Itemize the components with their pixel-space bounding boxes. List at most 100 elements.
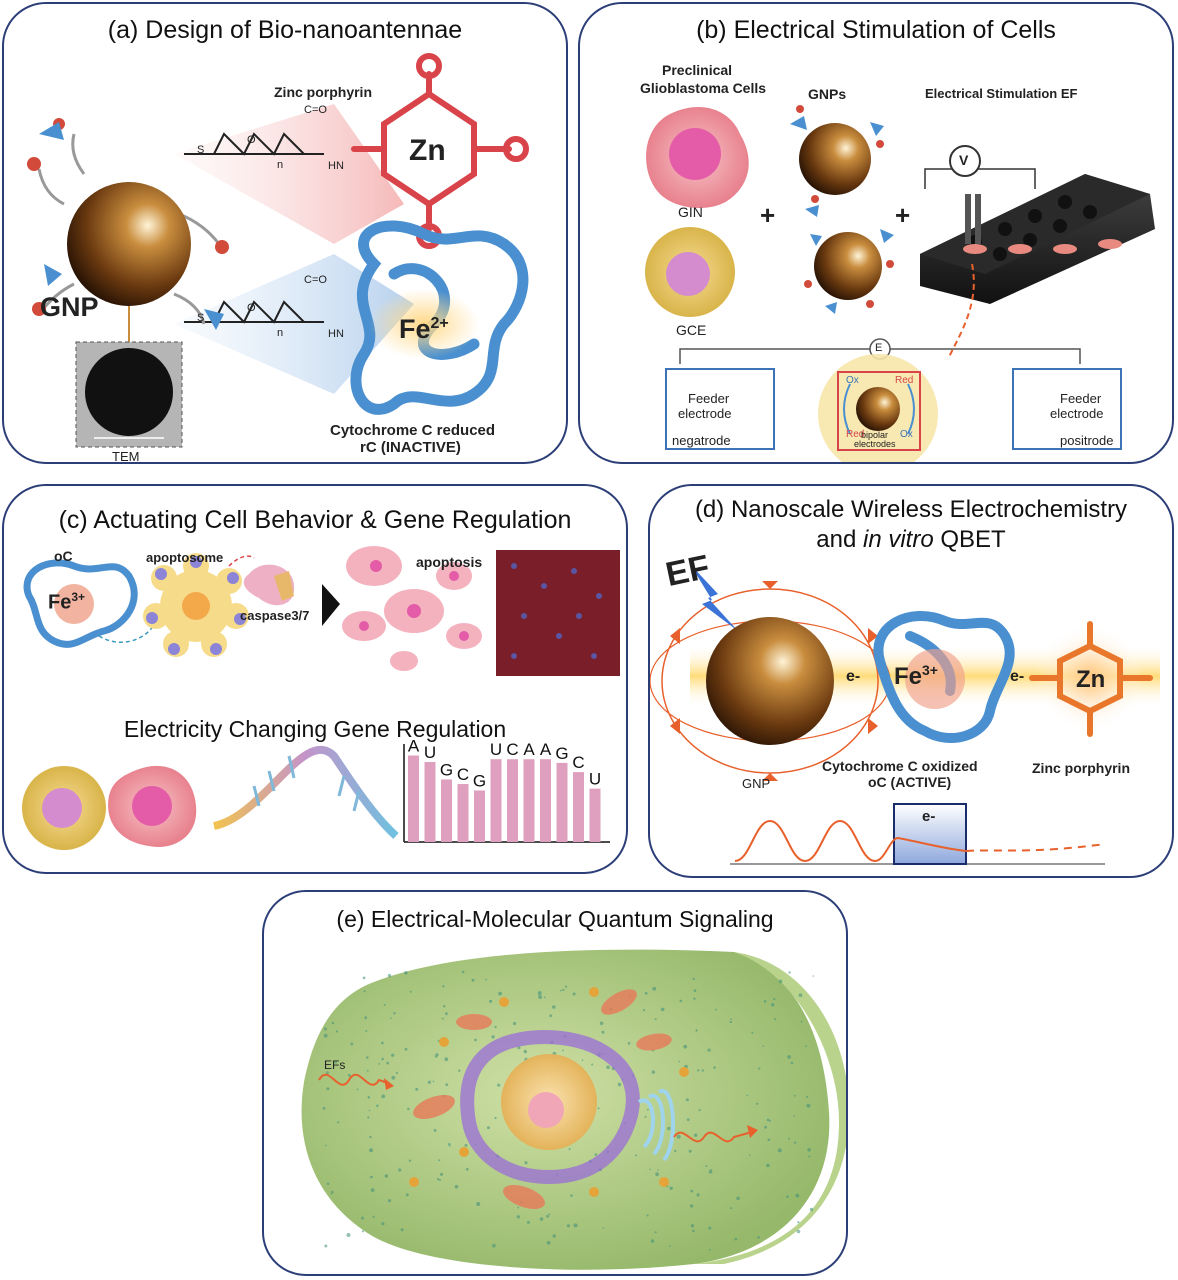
zinc-porphyrin-label: Zinc porphyrin	[274, 84, 372, 100]
plus-2: +	[895, 200, 911, 230]
feeder-right-2: electrode	[1050, 406, 1104, 421]
bar-7	[523, 759, 535, 842]
zn-label: Zn	[409, 134, 446, 167]
apoptosis-label: apoptosis	[416, 554, 483, 570]
gnp-d	[706, 617, 834, 745]
panel-b-title: (b) Electrical Stimulation of Cells	[696, 16, 1056, 44]
bar-label-2: G	[440, 760, 453, 779]
panel-a-title: (a) Design of Bio-nanoantennae	[107, 16, 463, 44]
bar-10	[573, 772, 584, 842]
panel-d: (d) Nanoscale Wireless Electrochemistry …	[648, 484, 1174, 878]
feeder-right-1: Feeder	[1060, 391, 1102, 406]
bar-11	[589, 788, 601, 842]
mitochondria	[413, 989, 672, 1210]
linker-co-top: C=O	[304, 104, 327, 116]
ef-label: Electrical Stimulation EF	[925, 86, 1078, 101]
panel-e-title: (e) Electrical-Molecular Quantum Signali…	[336, 906, 774, 932]
negatrode-label: negatrode	[672, 433, 731, 448]
bar-label-10: C	[572, 753, 584, 772]
bipolar-label-1: bipolar	[861, 430, 889, 440]
panel-d-title-pre: and	[816, 526, 863, 553]
panel-d-title-1: (d) Nanoscale Wireless Electrochemistry	[694, 496, 1128, 523]
bar-8	[540, 759, 551, 842]
cells-label-1: Preclinical	[662, 62, 733, 78]
panel-d-title-post: QBET	[933, 526, 1006, 553]
fe-symbol: Fe	[399, 314, 431, 344]
panel-c-title: (c) Actuating Cell Behavior & Gene Regul…	[58, 506, 572, 534]
blue-cone	[174, 254, 414, 394]
cyto-oxidized-1: Cytochrome C oxidized	[822, 758, 978, 774]
panel-e-art	[301, 949, 846, 1270]
gnps-label: GNPs	[808, 86, 847, 102]
bar-label-6: C	[506, 740, 518, 759]
panel-c: (c) Actuating Cell Behavior & Gene Regul…	[2, 484, 628, 874]
voltmeter	[949, 145, 981, 177]
e-minus-barrier: e-	[922, 808, 936, 825]
linker-o-top: O	[247, 134, 256, 146]
fe3-charge: 3+	[71, 590, 86, 604]
gnp-label-d: GNP	[742, 776, 771, 791]
panel-d-art	[650, 564, 1160, 865]
bar-2	[441, 779, 452, 842]
panel-e: (e) Electrical-Molecular Quantum Signali…	[262, 890, 848, 1276]
feeder-left-1: Feeder	[688, 391, 730, 406]
positrode-label: positrode	[1060, 433, 1114, 448]
ox-right: Ox	[900, 429, 913, 440]
bipolar-box	[837, 371, 921, 451]
fe3-label-d: Fe3+	[894, 662, 938, 691]
bar-1	[424, 761, 436, 842]
ef-wave-in	[318, 1073, 391, 1086]
gene-regulation-subtitle: Electricity Changing Gene Regulation	[123, 716, 507, 742]
gnp-sphere	[27, 118, 229, 349]
oc-protein	[23, 559, 138, 648]
gin-label: GIN	[678, 204, 703, 220]
cyto-reduced-label-2: rC (INACTIVE)	[360, 439, 461, 456]
fe-charge: 2+	[430, 315, 449, 332]
panel-d-title-2: and in vitro QBET	[650, 526, 1172, 554]
tunnel-barrier	[893, 803, 967, 865]
panel-a: (a) Design of Bio-nanoantennae	[2, 2, 568, 464]
feeder-box-right	[1012, 368, 1122, 450]
bar-9	[556, 762, 568, 842]
linker-o-bottom: O	[247, 302, 256, 314]
linker-hn-top: HN	[328, 160, 344, 172]
bar-label-1: U	[424, 743, 436, 762]
feeder-left-2: electrode	[678, 406, 732, 421]
process-arrow	[322, 584, 340, 626]
cyto-reduced-label-1: Cytochrome C reduced	[330, 422, 496, 439]
e-minus-left: e-	[846, 668, 861, 685]
zn-label-d: Zn	[1076, 666, 1106, 693]
ef-wave-out	[673, 1131, 753, 1143]
bar-label-3: C	[457, 765, 469, 784]
red-cone	[174, 104, 404, 244]
linker-s-top: S	[197, 144, 205, 156]
linker-s-bottom: S	[197, 312, 205, 324]
tunneling-wave	[734, 819, 967, 863]
bar-label-0: A	[408, 737, 420, 756]
red-left: Red	[846, 429, 865, 440]
rna-helix	[212, 745, 399, 839]
bar-3	[457, 784, 469, 842]
fe3-charge-d: 3+	[922, 662, 938, 678]
fe3-symbol-d: Fe	[894, 663, 923, 690]
ox-left: Ox	[846, 375, 859, 386]
linker-hn-bottom: HN	[328, 328, 344, 340]
gce-label: GCE	[676, 322, 707, 338]
bar-5	[490, 759, 502, 842]
e-node-label: E	[875, 342, 883, 354]
panel-d-title-italic: in vitro	[863, 526, 934, 553]
apoptosome-label: apoptosome	[146, 550, 224, 565]
bar-label-9: G	[555, 744, 568, 763]
ef-lightning	[690, 564, 738, 631]
gnp-label: GNP	[40, 292, 99, 322]
oc-label: oC	[54, 548, 73, 564]
bar-label-8: A	[540, 740, 552, 759]
fe3-symbol: Fe	[48, 591, 72, 614]
bar-label-4: G	[473, 771, 486, 790]
bar-6	[507, 759, 518, 842]
nucleolus	[528, 1092, 564, 1128]
bar-label-5: U	[490, 740, 502, 759]
bar-0	[408, 755, 419, 842]
